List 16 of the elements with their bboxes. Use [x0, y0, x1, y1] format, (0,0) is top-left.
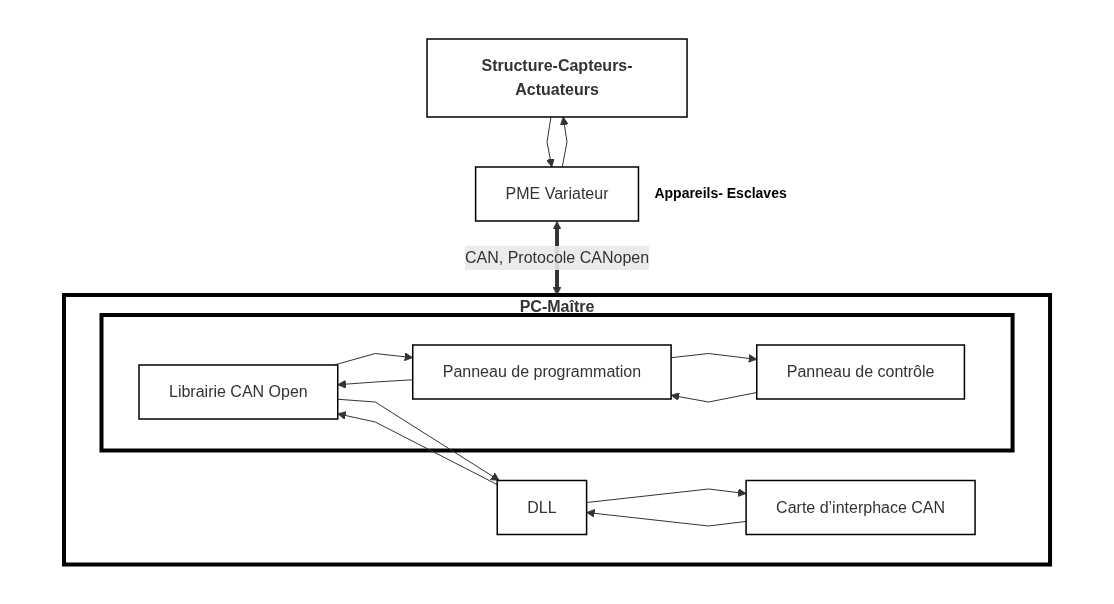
- arrow: [337, 411, 498, 486]
- node-box: Panneau de programmation: [411, 344, 672, 400]
- cluster: [99, 313, 1015, 453]
- arrow: [545, 116, 555, 168]
- annotation-text: Appareils- Esclaves: [654, 185, 787, 202]
- node-box: DLL: [496, 480, 588, 536]
- arrow: [586, 488, 747, 504]
- node-box: PME Variateur: [474, 166, 640, 222]
- edge-label: CAN, Protocole CANopen: [464, 249, 650, 267]
- node-box: Carte d’interphace CAN: [745, 480, 976, 536]
- arrow: [586, 509, 747, 527]
- arrow: [337, 399, 500, 482]
- node-box: Panneau de contrôle: [755, 344, 966, 400]
- node-box: Librairie CAN Open: [138, 364, 339, 420]
- arrow: [560, 116, 569, 168]
- node-box: Structure-Capteurs-Actuateurs: [426, 38, 688, 118]
